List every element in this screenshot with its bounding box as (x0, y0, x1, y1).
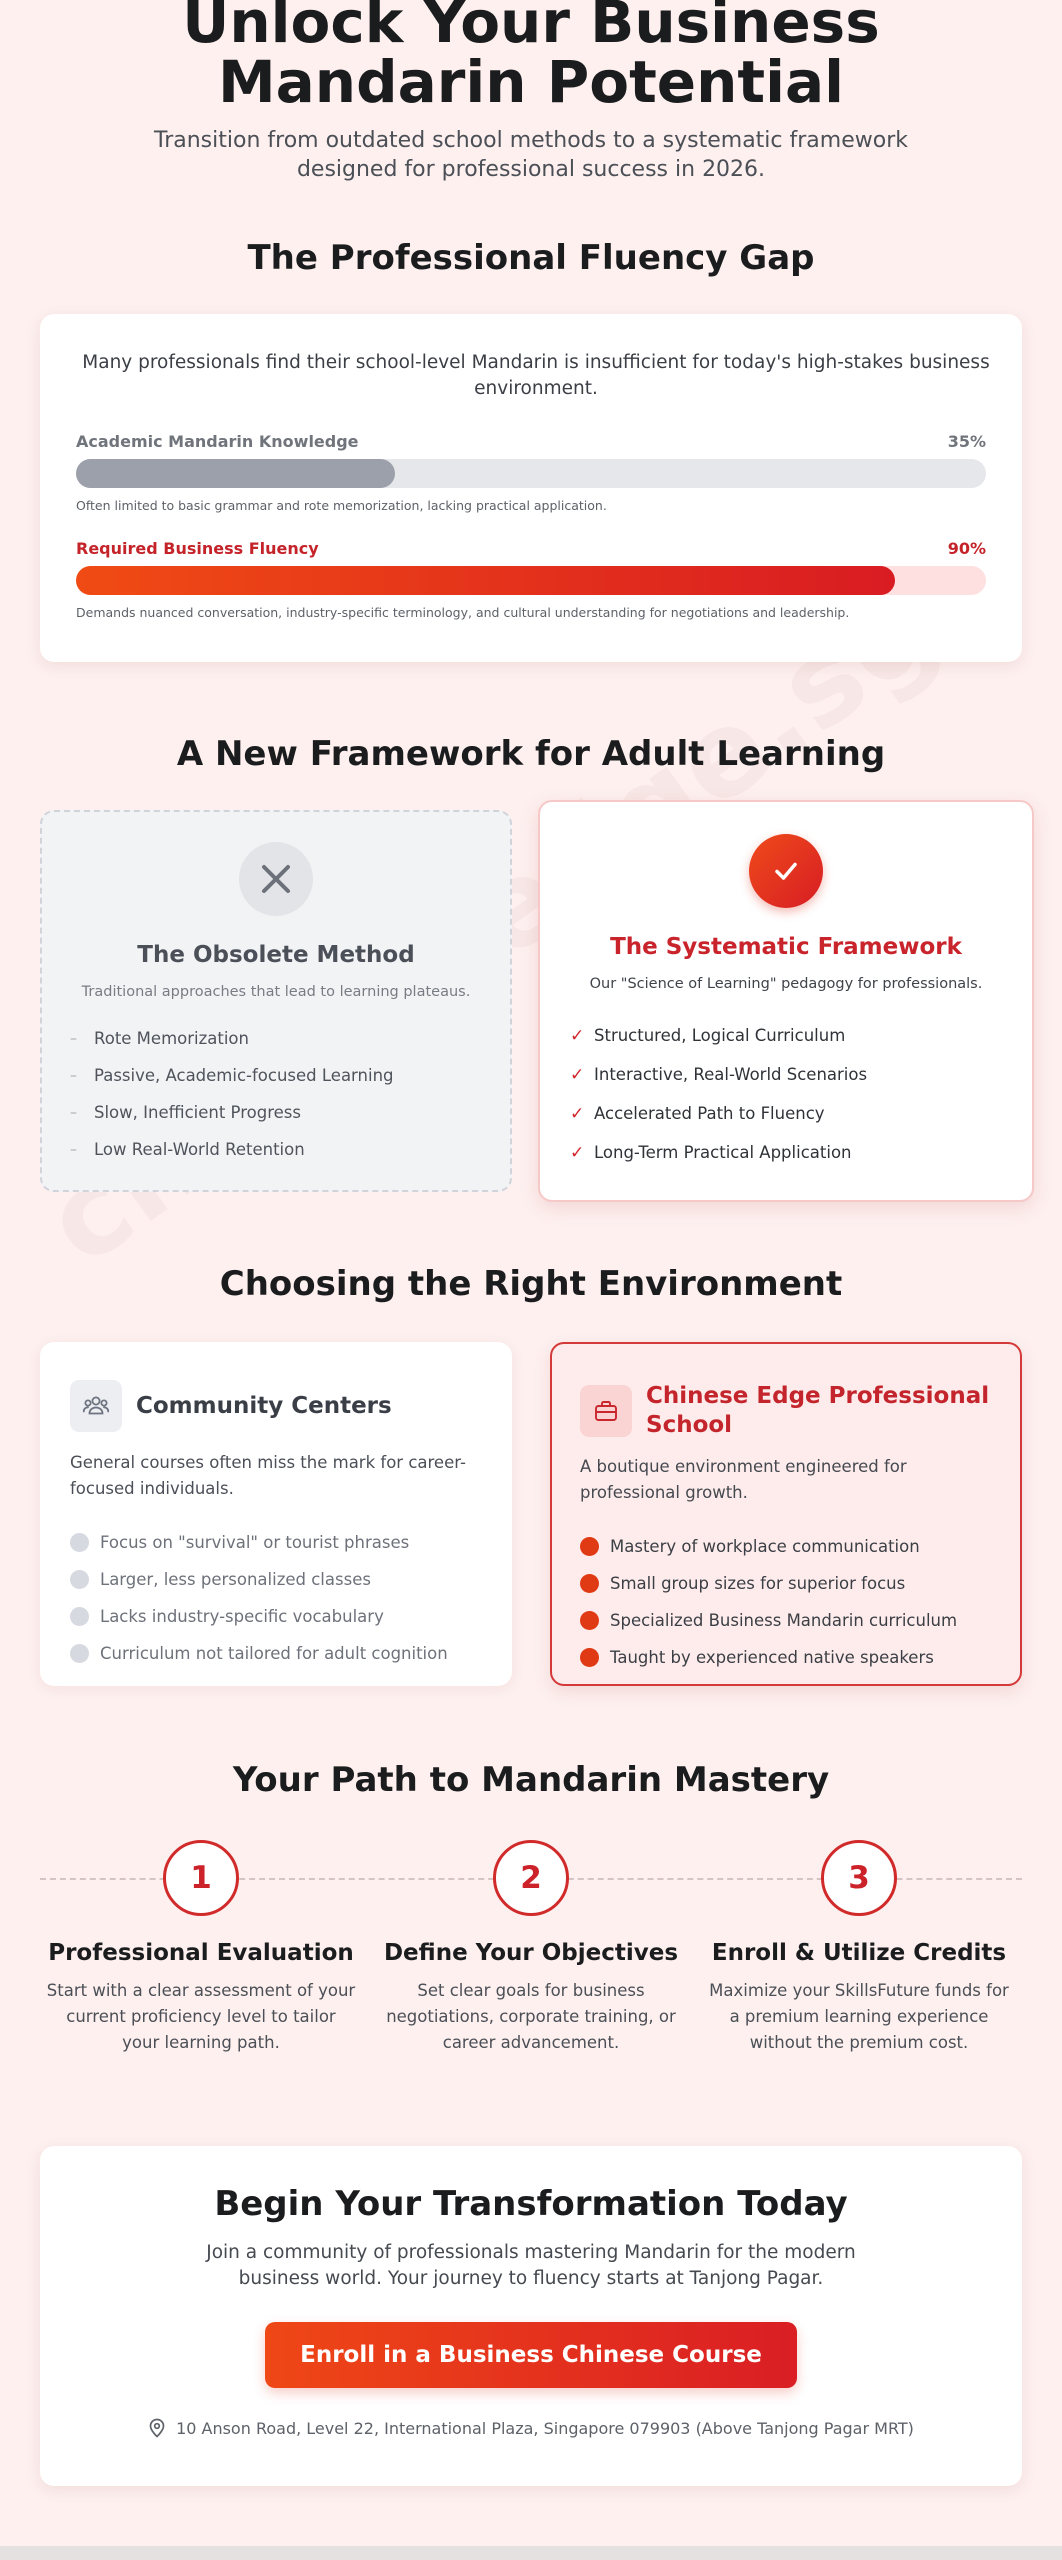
step-3: 3 Enroll & Utilize Credits Maximize your… (699, 1840, 1019, 2056)
chinese-edge-title: Chinese Edge Professional School (646, 1383, 990, 1438)
community-centers-description: General courses often miss the mark for … (70, 1453, 466, 1498)
step-1: 1 Professional Evaluation Start with a c… (41, 1840, 361, 2056)
list-item: Specialized Business Mandarin curriculum (580, 1602, 990, 1639)
environment-section-title: Choosing the Right Environment (219, 1264, 843, 1304)
bar-note: Demands nuanced conversation, industry-s… (76, 605, 850, 620)
bullet-dot-icon (580, 1611, 599, 1630)
check-mark-icon: ✓ (570, 1142, 585, 1163)
bullet-dot-icon (70, 1607, 89, 1626)
step-title: Define Your Objectives (383, 1940, 679, 1966)
cta-card: Begin Your Transformation Today Join a c… (40, 2146, 1022, 2486)
chinese-edge-description: A boutique environment engineered for pr… (580, 1457, 907, 1502)
bullet-dot-icon (580, 1537, 599, 1556)
step-title: Professional Evaluation (48, 1940, 354, 1966)
list-item: –Passive, Academic-focused Learning (70, 1066, 394, 1085)
bar-percent: 35% (947, 432, 986, 451)
obsolete-method-card: The Obsolete Method Traditional approach… (40, 810, 512, 1192)
location-pin-icon (148, 2418, 166, 2438)
gap-intro: Many professionals find their school-lev… (82, 352, 990, 399)
list-item: Mastery of workplace communication (580, 1528, 990, 1565)
step-description: Maximize your SkillsFuture funds for a p… (709, 1981, 1009, 2052)
systematic-framework-list: ✓Structured, Logical Curriculum ✓Interac… (540, 1016, 1032, 1172)
list-item: –Rote Memorization (70, 1029, 249, 1048)
obsolete-method-title: The Obsolete Method (137, 942, 415, 968)
list-item: ✓Long-Term Practical Application (570, 1142, 852, 1163)
bullet-dot-icon (70, 1644, 89, 1663)
check-mark-icon: ✓ (570, 1025, 585, 1046)
list-item: Larger, less personalized classes (70, 1561, 482, 1598)
list-item: –Slow, Inefficient Progress (70, 1103, 301, 1122)
chinese-edge-card: Chinese Edge Professional School A bouti… (550, 1342, 1022, 1686)
obsolete-method-subtitle: Traditional approaches that lead to lear… (81, 984, 471, 1000)
progress-track (76, 566, 986, 595)
bar-label: Academic Mandarin Knowledge (76, 432, 359, 451)
hero-title: Unlock Your Business Mandarin Potential (182, 0, 880, 116)
step-description: Start with a clear assessment of your cu… (46, 1981, 356, 2052)
step-number: 2 (493, 1840, 569, 1916)
framework-section-title: A New Framework for Adult Learning (176, 734, 886, 774)
required-fluency-bar: Required Business Fluency 90% Demands nu… (76, 539, 986, 620)
progress-fill (76, 459, 395, 488)
bullet-dot-icon (580, 1574, 599, 1593)
list-item: Taught by experienced native speakers (580, 1639, 990, 1676)
hero-subtitle: Transition from outdated school methods … (154, 128, 908, 182)
academic-knowledge-bar: Academic Mandarin Knowledge 35% Often li… (76, 432, 986, 513)
users-icon (70, 1380, 122, 1432)
path-steps: 1 Professional Evaluation Start with a c… (40, 1840, 1022, 2070)
list-item: ✓Accelerated Path to Fluency (570, 1103, 825, 1124)
briefcase-icon (580, 1385, 632, 1437)
check-icon (749, 834, 823, 908)
cta-description: Join a community of professionals master… (206, 2242, 856, 2289)
bar-percent: 90% (947, 539, 986, 558)
step-2: 2 Define Your Objectives Set clear goals… (371, 1840, 691, 2056)
enroll-button[interactable]: Enroll in a Business Chinese Course (265, 2322, 797, 2388)
community-centers-list: Focus on "survival" or tourist phrases L… (70, 1524, 482, 1672)
check-mark-icon: ✓ (570, 1064, 585, 1085)
check-mark-icon: ✓ (570, 1103, 585, 1124)
bullet-dot-icon (70, 1533, 89, 1552)
list-item: Small group sizes for superior focus (580, 1565, 990, 1602)
bullet-dot-icon (70, 1570, 89, 1589)
step-number: 3 (821, 1840, 897, 1916)
list-item: Lacks industry-specific vocabulary (70, 1598, 482, 1635)
systematic-framework-card: The Systematic Framework Our "Science of… (538, 800, 1034, 1202)
address-text: 10 Anson Road, Level 22, International P… (176, 2418, 914, 2438)
progress-track (76, 459, 986, 488)
dash-icon: – (70, 1030, 77, 1047)
step-description: Set clear goals for business negotiation… (386, 1981, 676, 2052)
fluency-gap-card: Many professionals find their school-lev… (40, 314, 1022, 662)
dash-icon: – (70, 1067, 77, 1084)
systematic-framework-subtitle: Our "Science of Learning" pedagogy for p… (589, 976, 983, 992)
cta-title: Begin Your Transformation Today (214, 2184, 848, 2224)
community-centers-card: Community Centers General courses often … (40, 1342, 512, 1686)
list-item: ✓Structured, Logical Curriculum (570, 1025, 846, 1046)
progress-fill (76, 566, 895, 595)
obsolete-method-list: –Rote Memorization –Passive, Academic-fo… (42, 1020, 510, 1168)
systematic-framework-title: The Systematic Framework (610, 934, 962, 960)
list-item: Curriculum not tailored for adult cognit… (70, 1635, 482, 1672)
hero-section: Unlock Your Business Mandarin Potential … (0, 0, 1062, 184)
dash-icon: – (70, 1104, 77, 1121)
address: 10 Anson Road, Level 22, International P… (40, 2418, 1022, 2438)
step-title: Enroll & Utilize Credits (711, 1940, 1007, 1966)
page-footer-edge (0, 2546, 1062, 2560)
path-section-title: Your Path to Mandarin Mastery (232, 1760, 830, 1800)
list-item: ✓Interactive, Real-World Scenarios (570, 1064, 868, 1085)
list-item: –Low Real-World Retention (70, 1140, 305, 1159)
bar-label: Required Business Fluency (76, 539, 319, 558)
community-centers-title: Community Centers (136, 1392, 392, 1419)
bar-note: Often limited to basic grammar and rote … (76, 498, 607, 513)
list-item: Focus on "survival" or tourist phrases (70, 1524, 482, 1561)
gap-section-title: The Professional Fluency Gap (247, 238, 815, 278)
chinese-edge-list: Mastery of workplace communication Small… (580, 1528, 990, 1676)
step-number: 1 (163, 1840, 239, 1916)
dash-icon: – (70, 1141, 77, 1158)
x-icon (239, 842, 313, 916)
bullet-dot-icon (580, 1648, 599, 1667)
